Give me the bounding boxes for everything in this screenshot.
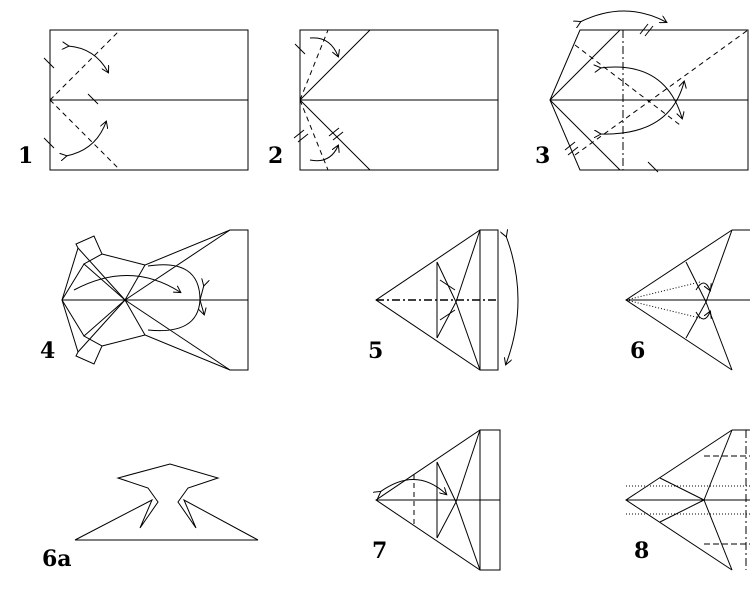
fold-arrow	[696, 312, 710, 319]
fold-arrow	[696, 283, 710, 290]
fold-edge	[456, 430, 480, 502]
fold-edge	[62, 300, 84, 336]
fold-arrow	[66, 122, 106, 156]
step-8-diagram	[626, 430, 750, 570]
paper-outline	[75, 464, 258, 540]
fold-edge	[102, 335, 145, 346]
fold-edge	[300, 100, 370, 170]
equal-mark	[295, 44, 305, 54]
fold-edge	[704, 430, 732, 500]
step-7-diagram	[376, 430, 500, 570]
fold-edge	[456, 302, 480, 370]
step-4-diagram	[62, 230, 248, 370]
step-6a-diagram	[75, 464, 258, 540]
paper-outline	[550, 30, 748, 170]
fold-edge	[440, 280, 455, 290]
equal-mark	[565, 142, 575, 150]
equal-mark	[333, 132, 343, 140]
fold-edge	[62, 264, 84, 300]
valley-fold-line	[50, 100, 120, 170]
equal-mark	[294, 130, 304, 138]
step-1-diagram	[44, 30, 248, 170]
step-5-diagram	[376, 230, 518, 370]
fold-edge	[440, 310, 455, 320]
equal-mark	[648, 162, 658, 172]
fold-edge	[300, 30, 370, 100]
equal-mark	[298, 134, 308, 142]
fold-edge	[706, 230, 732, 302]
equal-mark	[44, 58, 54, 68]
fold-edge	[102, 254, 145, 265]
fold-edge	[456, 230, 480, 302]
step-3-diagram	[550, 11, 748, 172]
guide-line	[626, 282, 700, 300]
fold-edge	[660, 478, 704, 500]
fold-edge	[660, 500, 704, 522]
step-label-6: 6	[630, 338, 646, 364]
equal-mark	[645, 26, 653, 36]
step-label-1: 1	[18, 143, 34, 169]
step-label-2: 2	[268, 143, 284, 169]
step-label-4: 4	[40, 338, 56, 364]
fold-arrow	[68, 46, 108, 72]
paper-outline	[376, 230, 498, 370]
valley-fold-line	[300, 100, 328, 170]
equal-mark	[640, 24, 648, 34]
fold-edge	[550, 30, 620, 100]
step-2-diagram	[294, 30, 498, 170]
step-6-diagram	[626, 230, 750, 370]
step-label-7: 7	[372, 538, 388, 564]
fold-edge	[550, 100, 620, 170]
equal-mark	[88, 94, 98, 104]
fold-arrow	[580, 11, 666, 22]
step-label-3: 3	[535, 143, 551, 169]
guide-line	[626, 300, 700, 318]
fold-arrow	[74, 275, 180, 292]
fold-edge	[704, 500, 732, 570]
step-label-5: 5	[368, 338, 384, 364]
equal-mark	[568, 147, 578, 155]
fold-edge	[456, 502, 480, 570]
fold-edge	[78, 248, 125, 300]
fold-edge	[125, 230, 230, 300]
fold-arrow	[310, 38, 338, 56]
valley-fold-line	[50, 30, 120, 100]
fold-arrow	[506, 236, 518, 364]
rotate-arrow	[200, 285, 204, 314]
step-label-8: 8	[634, 538, 650, 564]
fold-arrow	[310, 146, 338, 161]
step-label-6a: 6a	[42, 546, 72, 572]
fold-arrow	[600, 82, 684, 134]
fold-arrow	[380, 479, 446, 494]
fold-edge	[78, 300, 125, 352]
equal-mark	[329, 128, 339, 136]
equal-mark	[44, 138, 54, 148]
valley-fold-line	[300, 30, 328, 100]
fold-edge	[125, 300, 230, 370]
